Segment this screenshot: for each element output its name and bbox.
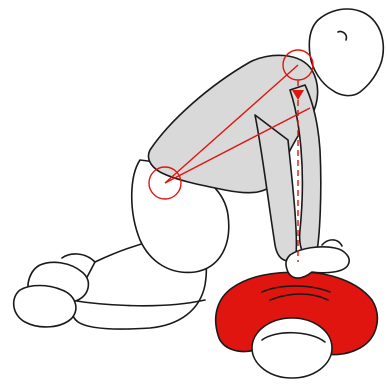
- rescuer-head: [309, 9, 383, 96]
- rescuer-hands: [286, 247, 349, 278]
- patient-figure: [216, 272, 378, 378]
- rescuer-shirt: [148, 55, 317, 192]
- patient-head: [252, 318, 332, 378]
- rescuer-shoe-2: [14, 286, 76, 327]
